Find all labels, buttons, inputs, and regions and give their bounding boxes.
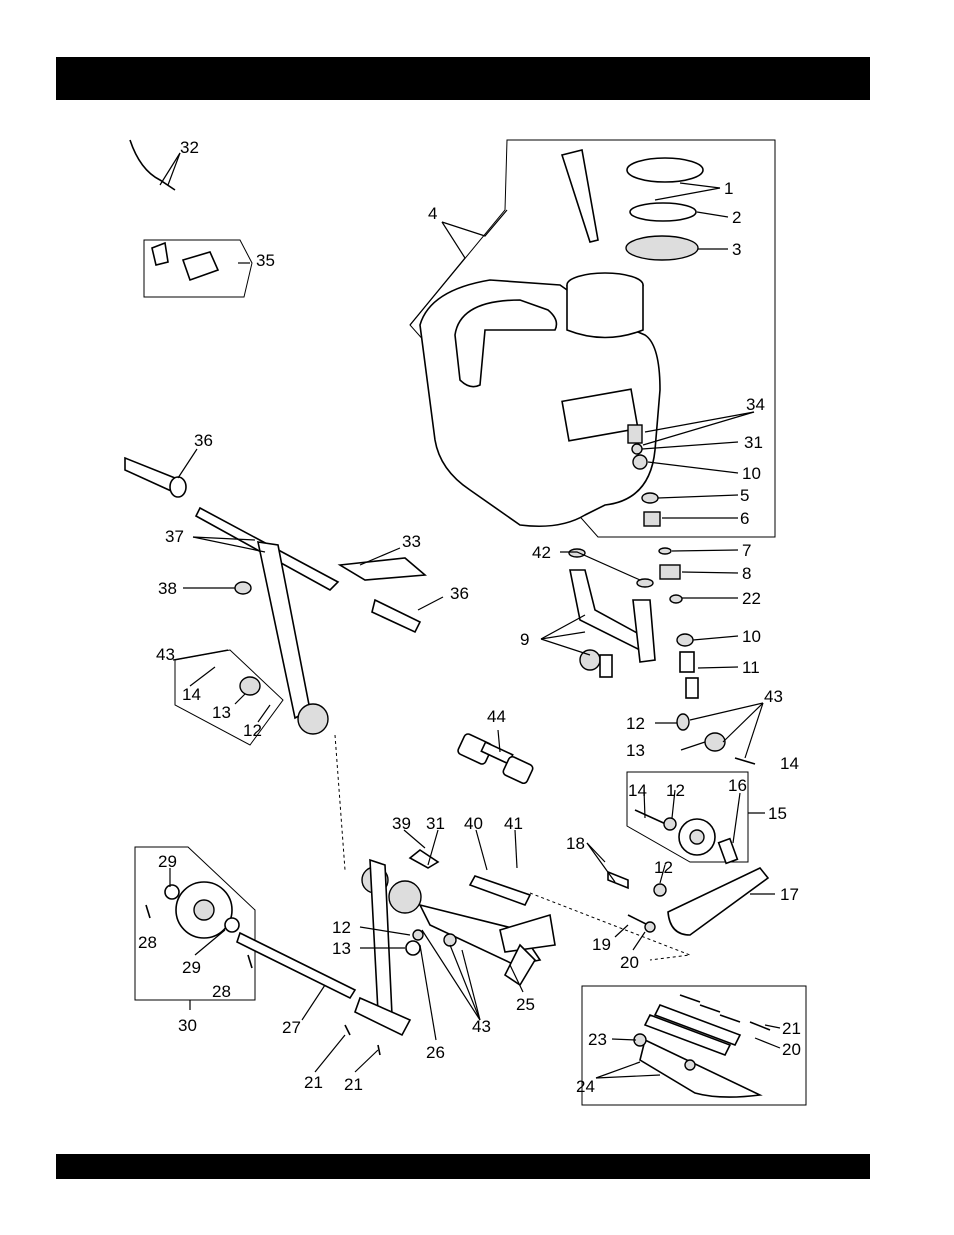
blade-set: [634, 995, 770, 1097]
callout-24: 24: [576, 1077, 595, 1096]
callout-18: 18: [566, 834, 585, 853]
callout-43-left: 43: [156, 645, 175, 664]
callout-13-frame: 13: [332, 939, 351, 958]
callout-7: 7: [742, 541, 751, 560]
callout-27: 27: [282, 1018, 301, 1037]
callout-5: 5: [740, 486, 749, 505]
wheel-assembly: [146, 882, 252, 968]
callout-16: 16: [728, 776, 747, 795]
callout-1: 1: [724, 179, 733, 198]
callout-9: 9: [520, 630, 529, 649]
callout-11: 11: [742, 658, 760, 677]
callout-13-left: 13: [212, 703, 231, 722]
callout-33: 33: [402, 532, 421, 551]
callout-14-right: 14: [780, 754, 799, 773]
callout-31-frame: 31: [426, 814, 445, 833]
callout-28-right: 28: [212, 982, 231, 1001]
callout-30: 30: [178, 1016, 197, 1035]
callout-28-left: 28: [138, 933, 157, 952]
callout-36-left: 36: [194, 431, 213, 450]
water-tank: [420, 273, 660, 526]
callout-15: 15: [768, 804, 787, 823]
cable: [130, 140, 175, 190]
tank-cap: [626, 158, 703, 260]
callout-10-fork: 10: [742, 627, 761, 646]
sensor-bracket: [152, 243, 218, 280]
callout-32: 32: [180, 138, 199, 157]
callout-12-left: 12: [243, 721, 262, 740]
callout-23: 23: [588, 1030, 607, 1049]
callout-6: 6: [740, 509, 749, 528]
callout-22: 22: [742, 589, 761, 608]
callout-10-tank: 10: [742, 464, 761, 483]
callout-29-top: 29: [158, 852, 177, 871]
callout-14-left: 14: [182, 685, 201, 704]
callout-35: 35: [256, 251, 275, 270]
callout-2: 2: [732, 208, 741, 227]
callout-42: 42: [532, 543, 551, 562]
callout-19: 19: [592, 935, 611, 954]
callout-21-blade: 21: [782, 1019, 801, 1038]
callout-12-right: 12: [626, 714, 645, 733]
callout-12-bracket: 12: [654, 858, 673, 877]
callout-31-tank: 31: [744, 433, 763, 452]
callout-26: 26: [426, 1043, 445, 1062]
callout-8: 8: [742, 564, 751, 583]
callout-labels: 1 2 3 4 5 6 7 8 9 10 10 11 12 12 12 12 1…: [138, 138, 801, 1096]
callout-14-wheel: 14: [628, 781, 647, 800]
callout-29-bottom: 29: [182, 958, 201, 977]
callout-21-frame-b: 21: [344, 1075, 363, 1094]
callout-3: 3: [732, 240, 741, 259]
callout-12-frame: 12: [332, 918, 351, 937]
callout-34: 34: [746, 395, 765, 414]
callout-17: 17: [780, 885, 799, 904]
callout-41: 41: [504, 814, 523, 833]
callout-37: 37: [165, 527, 184, 546]
callout-39: 39: [392, 814, 411, 833]
callout-20-bracket: 20: [620, 953, 639, 972]
callout-43-frame: 43: [472, 1017, 491, 1036]
callout-12-wheel: 12: [666, 781, 685, 800]
axle-pin: [457, 733, 534, 785]
callout-13-right: 13: [626, 741, 645, 760]
handle-guide-dash: [335, 735, 345, 870]
callout-20-blade: 20: [782, 1040, 801, 1059]
callout-43-right: 43: [764, 687, 783, 706]
callout-36-right: 36: [450, 584, 469, 603]
callout-40: 40: [464, 814, 483, 833]
callout-44: 44: [487, 707, 506, 726]
callout-21-frame-a: 21: [304, 1073, 323, 1092]
callout-38: 38: [158, 579, 177, 598]
callout-25: 25: [516, 995, 535, 1014]
dipstick: [562, 150, 598, 242]
callout-4: 4: [428, 204, 437, 223]
